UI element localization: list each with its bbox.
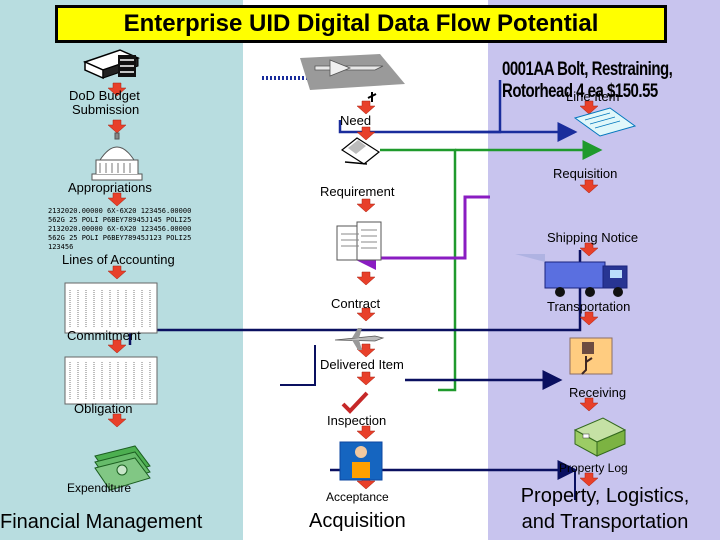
green-flow-line [380,148,457,392]
down-arrow [356,198,376,213]
budget-label-line2: Submission [72,102,140,117]
jet-icon [334,328,385,350]
warehouse-worker-icon [569,337,613,375]
down-arrow [579,472,599,487]
obligation-label: Obligation [74,401,133,416]
connector-lines [128,76,603,500]
file-cabinet-icon [573,417,627,457]
down-arrow [579,100,599,115]
down-arrow [579,311,599,326]
contract-label: Contract [331,296,381,311]
inspection-label: Inspection [327,413,387,428]
down-arrow [107,192,127,207]
commitment-label: Commitment [67,328,141,343]
down-arrow [579,397,599,412]
page-title: Enterprise UID Digital Data Flow Potenti… [55,5,667,43]
acceptance-label: Acceptance [326,490,389,504]
loa-code-line: 562G 25 POLI P6BEY78945J145 POLI25 [48,216,192,224]
down-arrow [356,425,376,440]
line-item-label: Line Item [566,89,620,104]
requirement-label: Requirement [320,184,395,199]
aircraft-icon [300,54,405,102]
down-arrow [579,179,599,194]
line-item-code-text: 0001AA Bolt, Restraining, Rotorhead 4 ea… [502,58,673,103]
loa-code-line: 123456 [48,243,74,251]
navy-flow-line [128,250,582,345]
inspector-icon [339,441,383,481]
need-label: Need [340,113,372,128]
down-arrow [107,413,127,428]
down-arrow [356,100,376,115]
book-stack-icon [82,49,141,80]
shipping-notice-label: Shipping Notice [547,230,639,245]
down-arrow [356,271,376,286]
appropriations-label: Appropriations [68,180,152,195]
money-stack-icon [94,445,151,491]
down-arrow [356,126,376,141]
down-arrow [107,82,127,97]
property-log-label: Property Log [559,461,628,475]
down-arrow [107,339,127,354]
handshake-icon [340,137,381,165]
property-footer-line2: and Transportation [521,511,689,533]
contract-documents-icon [336,221,382,261]
checkmark-icon [341,391,369,414]
down-arrow [107,265,127,280]
transportation-label: Transportation [547,299,631,314]
acquisition-footer: Acquisition [309,510,406,532]
loa-code-block: 2132020.00000 6X-6X20 123456.00000 562G … [48,207,198,252]
requisition-label: Requisition [553,166,618,181]
property-logistics-footer: Property, Logistics, and Transportation [500,483,710,535]
loa-code-line: 2132020.00000 6X-6X20 123456.00000 [48,225,192,233]
loa-code-line: 562G 25 POLI P6BEY78945J123 POLI25 [48,234,192,242]
property-footer-line1: Property, Logistics, [520,485,690,507]
expenditure-label: Expenditure [67,481,132,495]
budget-submission-label: DoD Budget Submission [69,89,140,117]
financial-management-footer: Financial Management [0,511,203,533]
lines-of-accounting-label: Lines of Accounting [62,252,175,267]
purple-flow-line [352,195,490,270]
spreadsheet-icon [573,107,637,137]
down-arrow [356,307,376,322]
down-arrow [107,119,127,134]
ledger-sheet-icon [64,282,158,405]
down-arrow [356,371,376,386]
capitol-dome-icon [91,132,143,181]
budget-label-line1: DoD Budget [69,88,140,103]
blue-flow-line [338,80,502,134]
navy-flow-line [280,345,316,386]
down-arrow [579,242,599,257]
receiving-label: Receiving [569,385,627,400]
truck-icon [515,254,628,297]
loa-code-line: 2132020.00000 6X-6X20 123456.00000 [48,207,192,215]
delivered-item-label: Delivered Item [320,357,404,372]
